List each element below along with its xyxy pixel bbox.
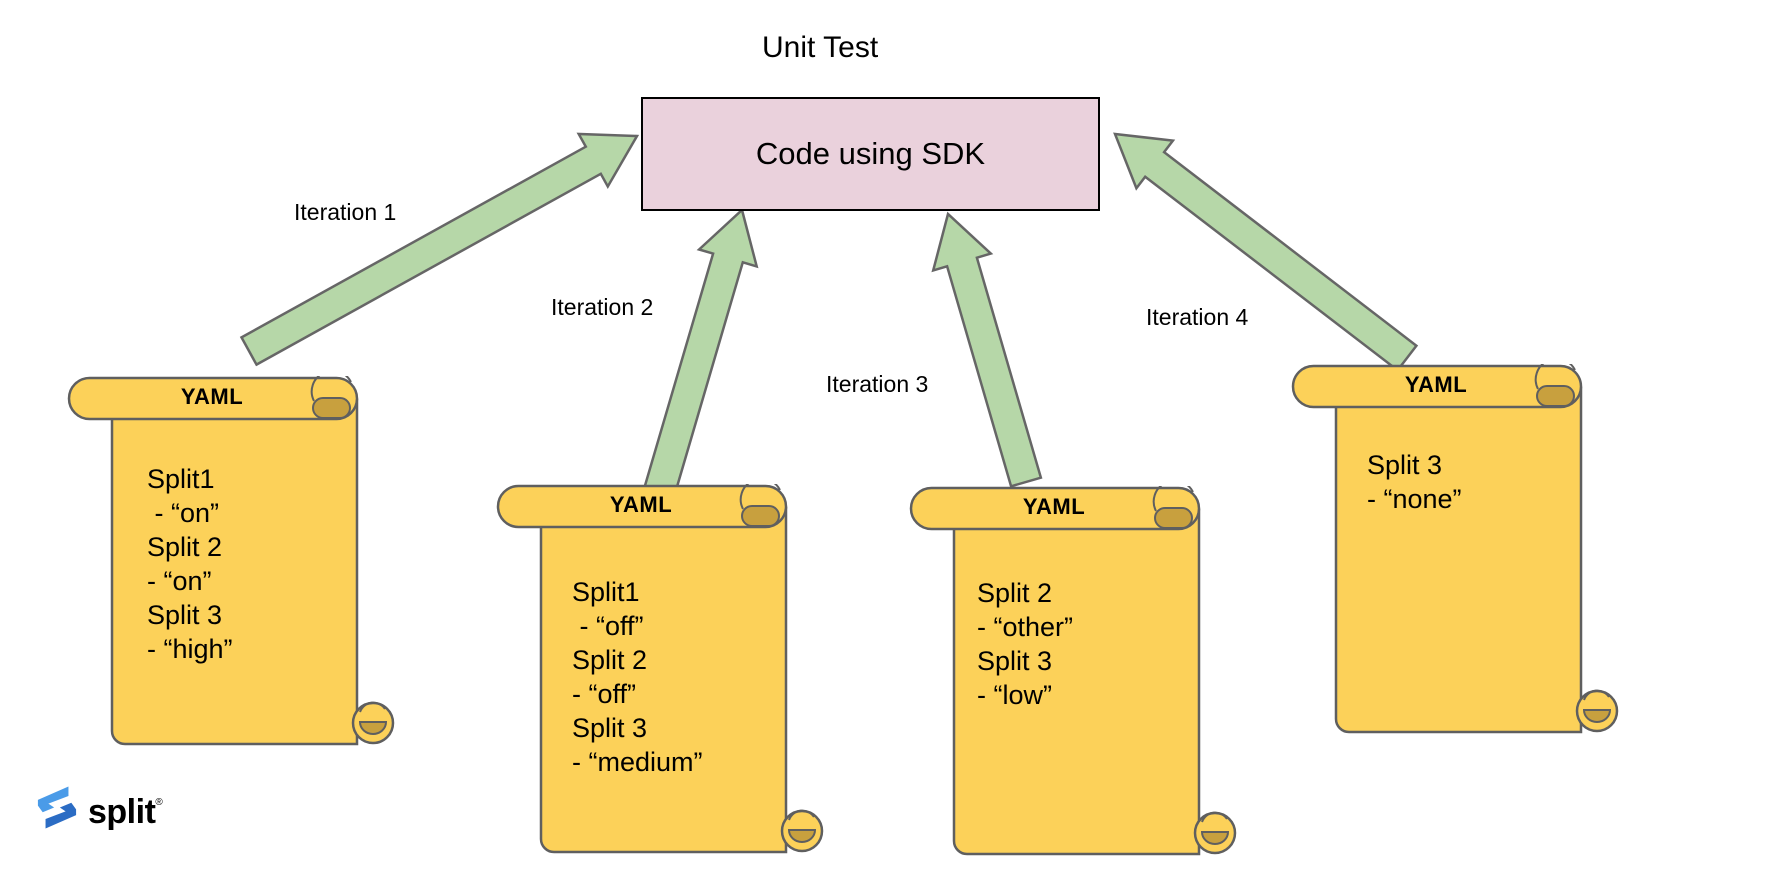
yaml-scroll-4: YAML Split 3 - “none”	[1291, 364, 1625, 736]
split-logo: split®	[36, 784, 163, 831]
yaml-line: Split 2	[147, 532, 223, 562]
yaml-line: - “low”	[977, 680, 1052, 710]
yaml-content: Split 2 - “other” Split 3 - “low”	[977, 576, 1073, 712]
yaml-scroll-1: YAML Split1 - “on” Split 2 - “on” Split …	[67, 376, 401, 748]
scroll-shape	[909, 486, 1243, 858]
split-logo-icon	[37, 786, 77, 828]
yaml-line: - “on”	[147, 498, 220, 528]
yaml-line: Split 3	[1367, 450, 1443, 480]
yaml-line: Split 2	[572, 645, 648, 675]
code-using-sdk-label: Code using SDK	[755, 136, 986, 171]
page-title: Unit Test	[762, 31, 879, 64]
code-using-sdk-box: Code using SDK	[641, 97, 1100, 211]
yaml-line: Split 3	[572, 713, 648, 743]
trademark-mark: ®	[155, 796, 163, 808]
scroll-shape	[67, 376, 401, 748]
iteration-1-label: Iteration 1	[294, 199, 397, 225]
yaml-scroll-3: YAML Split 2 - “other” Split 3 - “low”	[909, 486, 1243, 858]
iteration-4-label: Iteration 4	[1146, 304, 1249, 330]
yaml-line: - “none”	[1367, 484, 1462, 514]
iteration-2-label: Iteration 2	[551, 294, 654, 320]
yaml-line: Split1	[147, 464, 215, 494]
yaml-line: - “high”	[147, 634, 233, 664]
yaml-line: - “off”	[572, 611, 644, 641]
yaml-content: Split1 - “off” Split 2 - “off” Split 3 -…	[572, 575, 703, 779]
yaml-line: - “on”	[147, 566, 212, 596]
yaml-content: Split1 - “on” Split 2 - “on” Split 3 - “…	[147, 462, 233, 666]
yaml-line: Split 2	[977, 578, 1053, 608]
yaml-header: YAML	[1022, 494, 1086, 519]
yaml-scroll-2: YAML Split1 - “off” Split 2 - “off” Spli…	[496, 484, 830, 856]
split-logo-wordmark: split®	[88, 792, 163, 831]
yaml-line: - “medium”	[572, 747, 703, 777]
iteration-arrow-3	[931, 211, 1043, 488]
yaml-header: YAML	[180, 384, 244, 409]
yaml-header: YAML	[609, 492, 673, 517]
yaml-line: - “other”	[977, 612, 1074, 642]
yaml-content: Split 3 - “none”	[1367, 448, 1462, 516]
iteration-arrow-1	[239, 132, 640, 367]
iteration-arrow-2	[642, 207, 759, 499]
scroll-shape	[1291, 364, 1625, 736]
yaml-line: - “off”	[572, 679, 637, 709]
yaml-line: Split 3	[977, 646, 1053, 676]
yaml-line: Split1	[572, 577, 640, 607]
iteration-arrow-4	[1113, 132, 1419, 373]
iteration-3-label: Iteration 3	[826, 371, 929, 397]
yaml-line: Split 3	[147, 600, 223, 630]
yaml-header: YAML	[1404, 372, 1468, 397]
